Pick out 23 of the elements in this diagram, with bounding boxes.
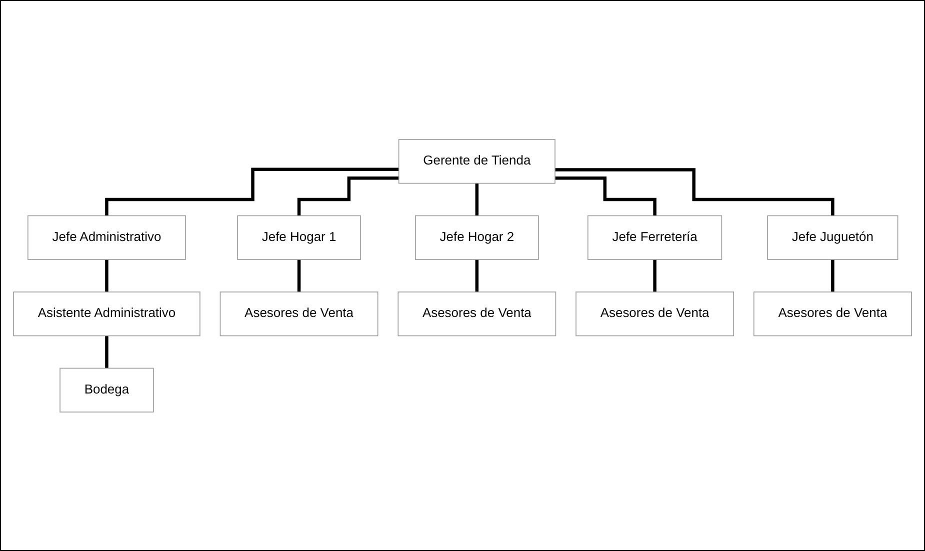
node-box: Jefe Hogar 1 [237, 215, 361, 260]
node-box: Jefe Ferretería [588, 215, 722, 260]
node-box: Asesores de Venta [398, 291, 556, 336]
connector [555, 176, 656, 218]
connector [297, 176, 399, 218]
connector [105, 334, 108, 370]
node-box: Asesores de Venta [576, 291, 734, 336]
connector [297, 258, 301, 294]
node-box: Jefe Administrativo [28, 215, 186, 260]
node-box: Bodega [60, 368, 154, 412]
node-box: Gerente de Tienda [398, 138, 556, 184]
connector [105, 258, 108, 294]
node-box: Jefe Hogar 2 [415, 215, 539, 260]
connector [653, 258, 656, 294]
node-box: Asesores de Venta [753, 291, 912, 336]
connector [555, 168, 834, 218]
node-box: Asistente Administrativo [13, 291, 200, 336]
connector [105, 168, 399, 218]
node-box: Jefe Juguetón [767, 215, 898, 260]
node-box: Asesores de Venta [220, 291, 378, 336]
connector [475, 258, 479, 294]
connector [475, 181, 479, 218]
connector [831, 258, 834, 294]
